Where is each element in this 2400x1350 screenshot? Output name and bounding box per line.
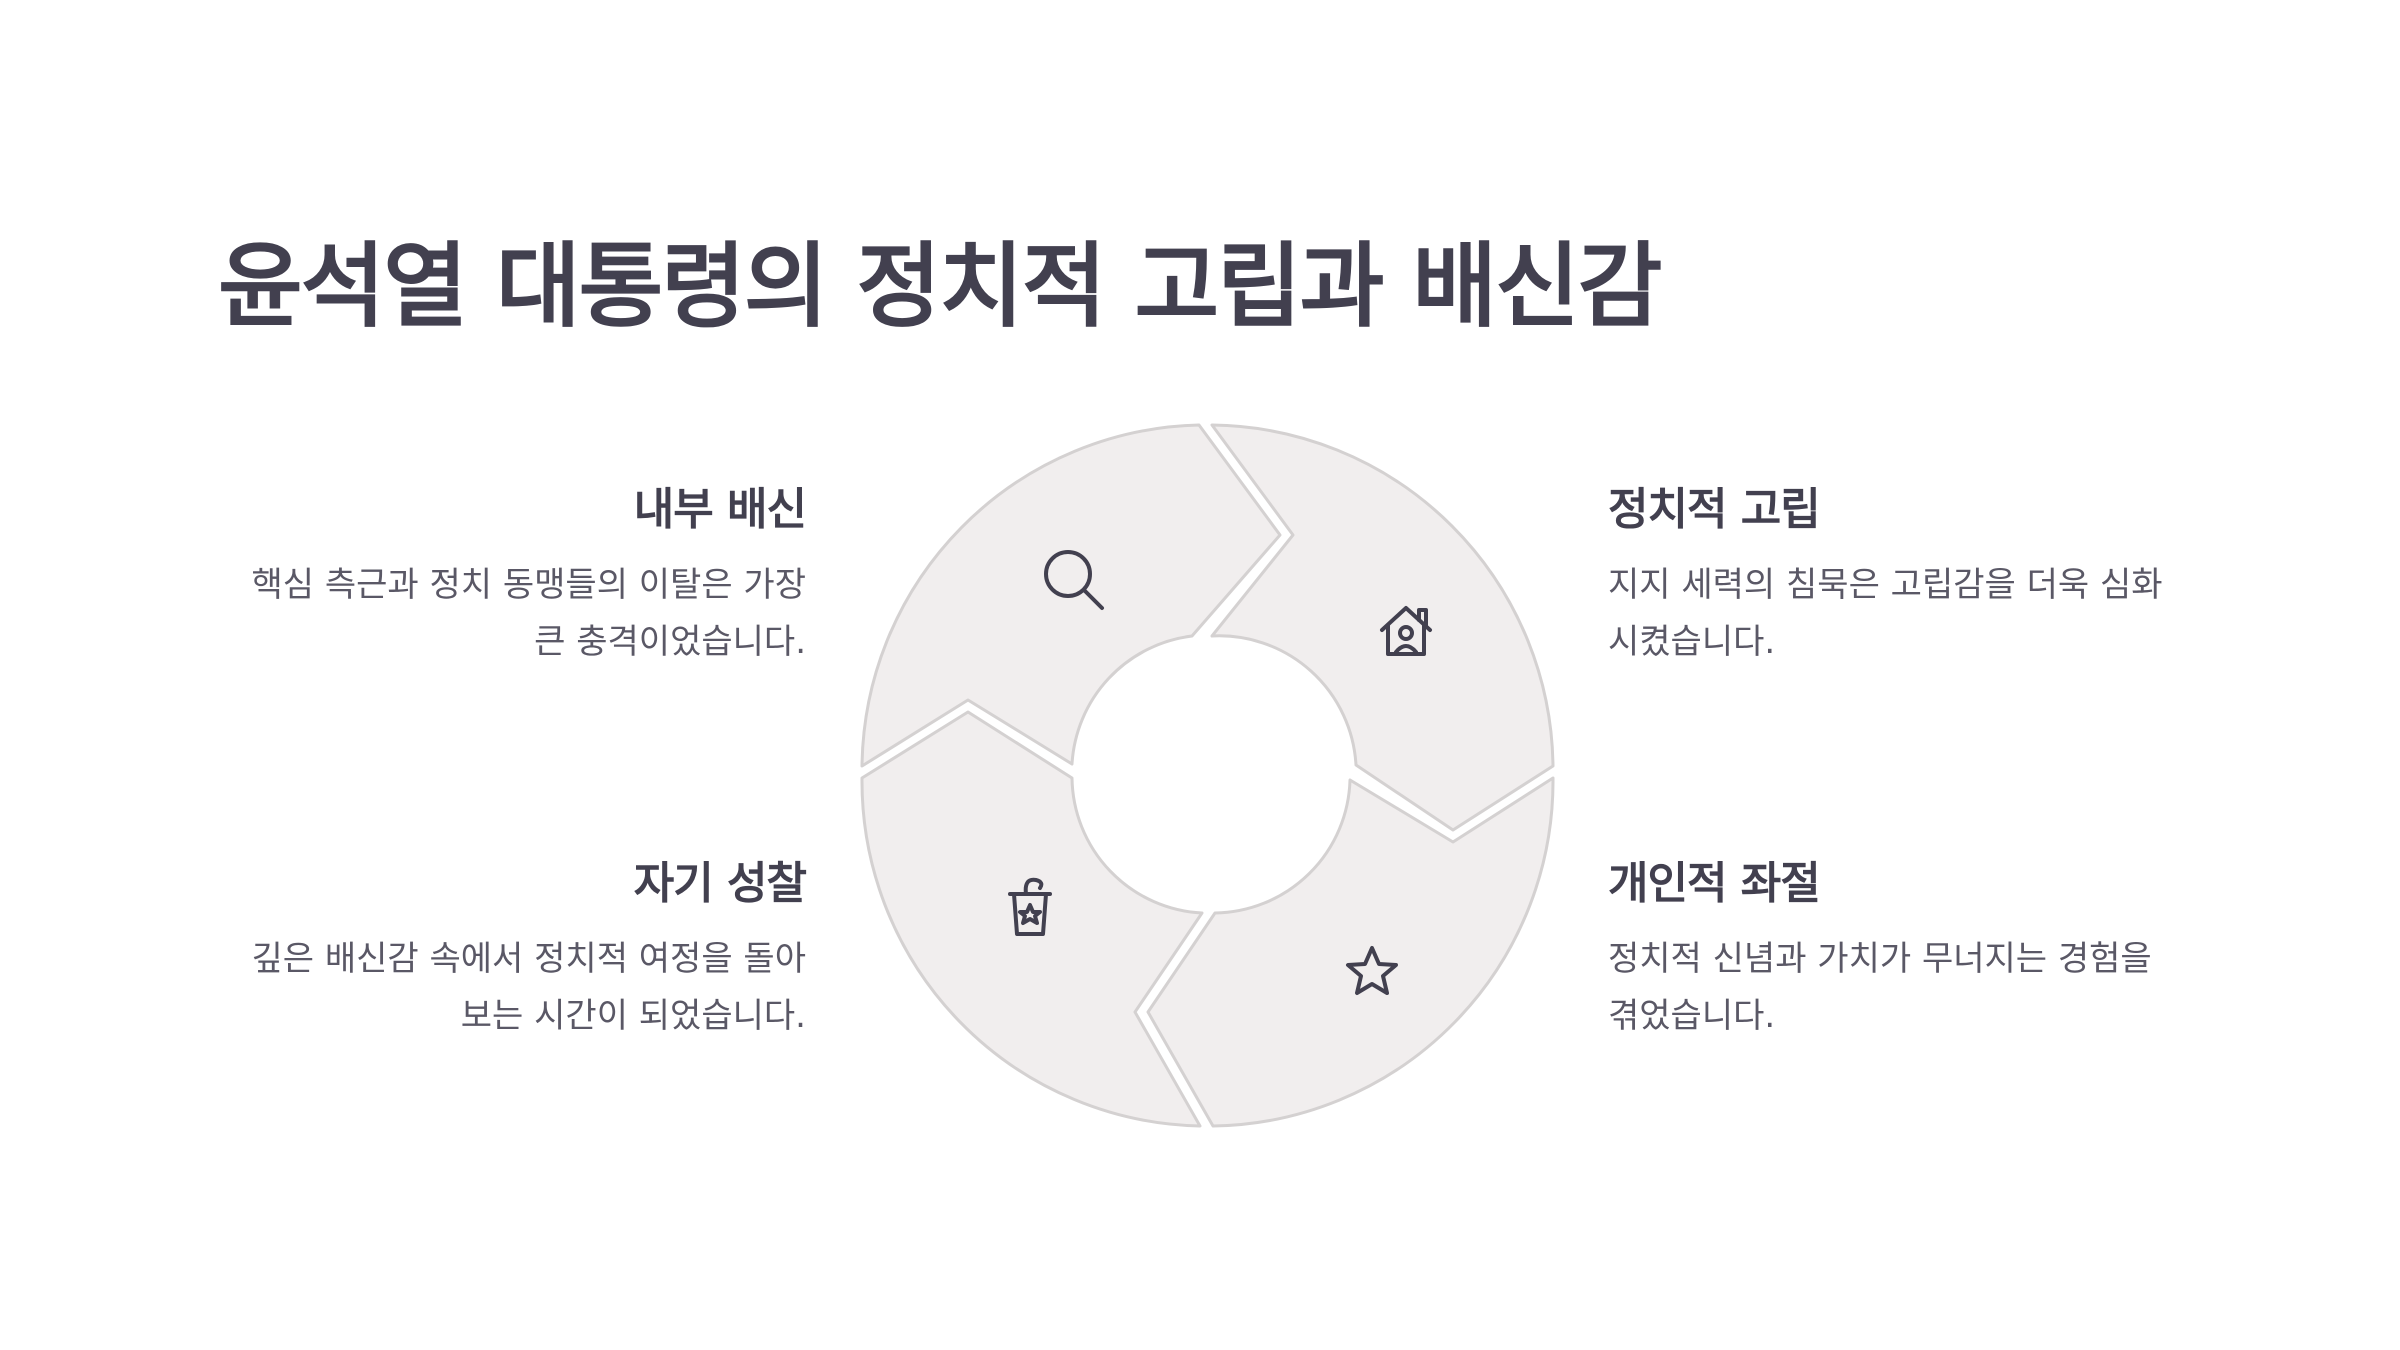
block-body-line: 큰 충격이었습니다. bbox=[534, 621, 806, 662]
block-body: 핵심 측근과 정치 동맹들의 이탈은 가장 큰 충격이었습니다. bbox=[206, 557, 806, 671]
block-heading: 개인적 좌절 bbox=[1608, 858, 1821, 909]
block-body-line: 지지 세력의 침묵은 고립감을 더욱 심화 bbox=[1608, 564, 2163, 605]
trash-star-icon bbox=[1008, 877, 1052, 936]
block-self-reflection: 자기 성찰 깊은 배신감 속에서 정치적 여정을 돌아 보는 시간이 되었습니다… bbox=[206, 858, 807, 1045]
block-body-line: 겪었습니다. bbox=[1608, 995, 1776, 1036]
page-title: 윤석열 대통령의 정치적 고립과 배신감 bbox=[218, 233, 1662, 340]
search-icon bbox=[1044, 550, 1104, 610]
block-body-line: 정치적 신념과 가치가 무너지는 경험을 bbox=[1608, 938, 2152, 979]
block-body-line: 깊은 배신감 속에서 정치적 여정을 돌아 bbox=[251, 938, 806, 979]
block-body: 깊은 배신감 속에서 정치적 여정을 돌아 보는 시간이 되었습니다. bbox=[206, 931, 806, 1045]
cycle-segment-personal-frustration bbox=[1146, 776, 1555, 1128]
block-body: 지지 세력의 침묵은 고립감을 더욱 심화 시켰습니다. bbox=[1608, 557, 2208, 671]
block-body: 정치적 신념과 가치가 무너지는 경험을 겪었습니다. bbox=[1608, 931, 2208, 1045]
block-heading: 정치적 고립 bbox=[1608, 484, 1821, 535]
block-heading: 자기 성찰 bbox=[633, 858, 807, 909]
block-personal-frustration: 개인적 좌절 정치적 신념과 가치가 무너지는 경험을 겪었습니다. bbox=[1608, 858, 2208, 1045]
block-body-line: 핵심 측근과 정치 동맹들의 이탈은 가장 bbox=[251, 564, 806, 605]
home-person-icon bbox=[1380, 606, 1432, 656]
cycle-diagram bbox=[860, 423, 1555, 1128]
block-body-line: 보는 시간이 되었습니다. bbox=[460, 995, 806, 1036]
block-internal-betrayal: 내부 배신 핵심 측근과 정치 동맹들의 이탈은 가장 큰 충격이었습니다. bbox=[206, 484, 807, 671]
star-icon bbox=[1346, 946, 1398, 995]
block-body-line: 시켰습니다. bbox=[1608, 621, 1776, 662]
block-heading: 내부 배신 bbox=[633, 484, 807, 535]
block-political-isolation: 정치적 고립 지지 세력의 침묵은 고립감을 더욱 심화 시켰습니다. bbox=[1608, 484, 2208, 671]
